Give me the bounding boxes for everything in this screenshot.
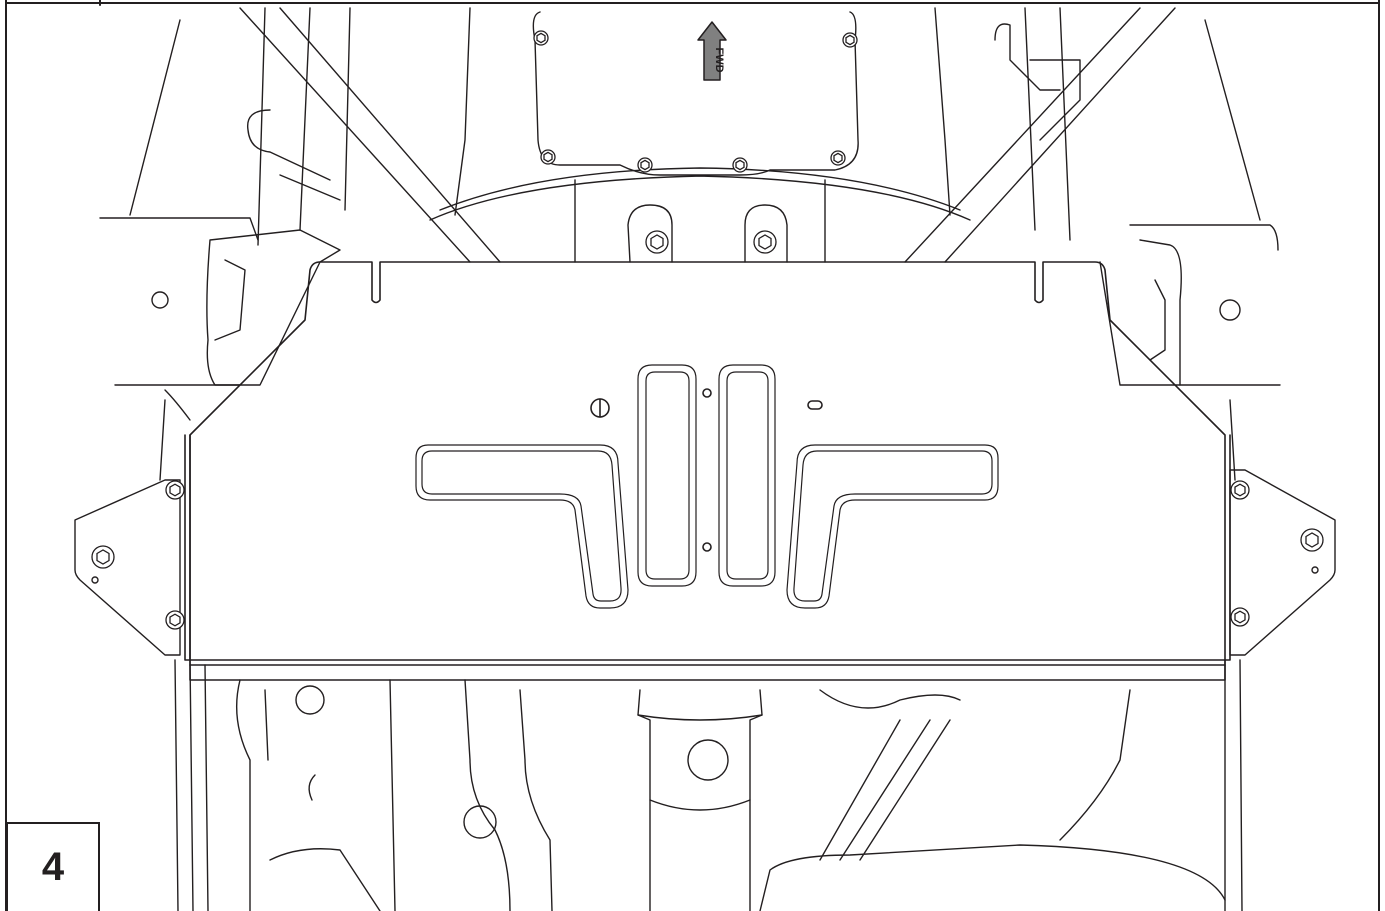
hex-bolt-icon (533, 30, 549, 46)
hex-bolt-icon (753, 230, 777, 254)
hex-bolt-icon (91, 545, 115, 569)
hex-bolt-icon (165, 480, 185, 500)
hex-bolt-icon (842, 32, 858, 48)
left-mount-bracket (74, 479, 181, 656)
hex-bolt-icon (830, 150, 846, 166)
cutout-center-right (718, 364, 776, 587)
fwd-label: FWD (713, 47, 725, 72)
hex-bolt-icon (1230, 607, 1250, 627)
hex-bolt-icon (645, 230, 669, 254)
diagram-border (5, 0, 1380, 911)
cutout-center-left (637, 364, 697, 587)
bolts (91, 30, 1324, 630)
vehicle-underbody (99, 7, 1281, 911)
skid-plate (184, 261, 1231, 681)
hex-bolt-icon (637, 157, 653, 173)
cutout-right-l (786, 444, 999, 609)
step-number-box: 4 (6, 822, 100, 911)
hex-bolt-icon (165, 610, 185, 630)
hex-bolt-icon (1300, 528, 1324, 552)
right-mount-bracket (1229, 469, 1336, 656)
skid-plate-cutouts (415, 364, 999, 609)
hex-bolt-icon (1230, 480, 1250, 500)
step-number: 4 (41, 845, 65, 889)
cutout-left-l (415, 444, 629, 609)
hex-bolt-icon (540, 149, 556, 165)
hex-bolt-icon (732, 157, 748, 173)
oil-pan (532, 11, 859, 176)
forward-arrow-icon: FWD (697, 21, 727, 81)
